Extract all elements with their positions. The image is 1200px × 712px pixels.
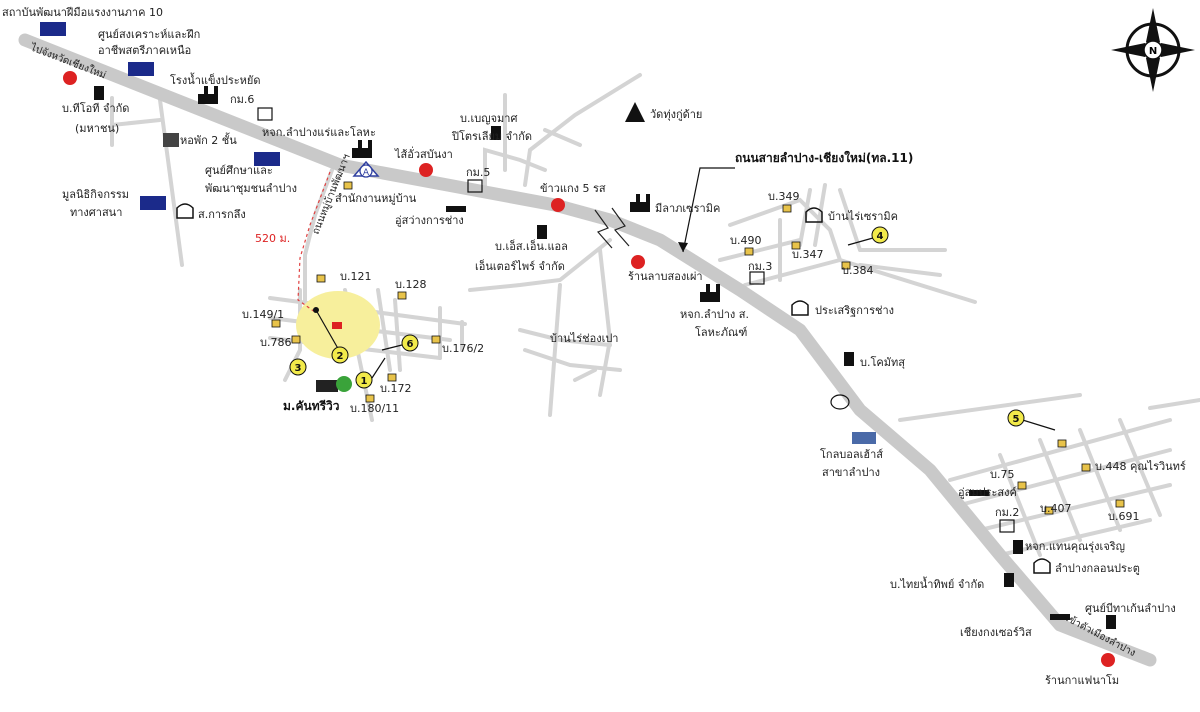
place-label: ไส้อั่วสบันงา [394, 146, 453, 161]
place-label: ปิโตรเลียม จำกัด [451, 129, 532, 143]
marker-a-label: A [363, 168, 370, 178]
place-label: สำนักงานหมู่บ้าน [335, 192, 417, 205]
place-label: บ.180/11 [350, 402, 399, 415]
place-label: หจก.ลำปาง ส. [680, 308, 749, 321]
warehouse-icon [852, 432, 876, 444]
compass-icon: N [1111, 8, 1195, 92]
building-icon [40, 22, 280, 210]
route-dotted-line [297, 171, 331, 313]
highway-title-pointer [682, 167, 735, 253]
map-pin-icon [332, 322, 342, 329]
place-label: สถาบันพัฒนาฝีมือแรงงานภาค 10 [2, 6, 163, 19]
highway-road [18, 33, 1157, 667]
place-label: บ.ไทยน้ำทิพย์ จำกัด [890, 576, 984, 591]
distance-label: 520 ม. [255, 232, 290, 245]
place-label: บ.490 [730, 234, 761, 247]
place-label: หอพัก 2 ชั้น [180, 132, 237, 147]
place-label: บ.384 [842, 264, 873, 277]
place-label: บ.75 [990, 468, 1014, 481]
place-label: ทางศาสนา [70, 206, 122, 219]
village-entrance-icon [316, 376, 352, 392]
place-label: บ.448 คุณไรวินทร์ [1095, 460, 1186, 473]
place-label: ลำปางกลอนประตู [1055, 562, 1140, 575]
marker-6: 6 [407, 339, 414, 350]
place-label: สาขาลำปาง [822, 466, 880, 479]
house-icon [271, 181, 1125, 515]
place-label: วัดทุ่งกู่ด้าย [650, 108, 702, 121]
place-label: ศูนย์ศึกษาและ [205, 164, 273, 177]
place-label: บ.เอ็ส.เอ็น.แอล [495, 239, 568, 253]
place-label: บ.149/1 [242, 308, 284, 321]
numbered-markers: 1 2 3 4 5 6 [289, 226, 1056, 431]
place-label: ศูนย์สงเคราะห์และฝึก [98, 28, 200, 41]
fuel-pump-icon [94, 86, 1116, 629]
place-label: หจก.แทนคุณรุ่งเจริญ [1025, 540, 1125, 553]
dormitory-icon [163, 133, 179, 147]
place-label: บ.121 [340, 270, 371, 283]
place-label: ข้าวแกง 5 รส [540, 182, 606, 195]
place-label: เชียงกงเซอร์วิส [960, 626, 1032, 639]
place-label: โกลบอลเฮ้าส์ [820, 447, 883, 461]
place-label: กม.2 [995, 506, 1019, 519]
diamond-logo-icon [830, 394, 850, 410]
place-label: บ.128 [395, 278, 426, 291]
marker-1: 1 [361, 376, 368, 387]
place-label: บ.176/2 [442, 342, 484, 355]
place-label: บ้านไร่เซรามิค [828, 210, 898, 223]
place-label: กม.3 [748, 260, 772, 273]
place-label: ประเสริฐการช่าง [815, 304, 894, 317]
place-label: บ้านไร่ช่องเปา [550, 332, 618, 345]
place-label: กม.6 [230, 93, 254, 106]
place-label: บ.786 [260, 336, 291, 349]
place-label: บ.ทีโอที จำกัด [62, 101, 129, 115]
place-label: บ.407 [1040, 502, 1071, 515]
place-label: มูลนิธิกิจกรรม [62, 188, 129, 201]
place-label: อู่สว่างการช่าง [395, 214, 464, 227]
place-label: พัฒนาชุมชนลำปาง [205, 182, 297, 195]
place-label: หจก.ลำปางแร่และโลหะ [262, 125, 376, 139]
highway-break-mark [594, 207, 630, 249]
compass-label: N [1149, 46, 1157, 57]
temple-icon [625, 102, 645, 122]
place-label: ร้านกาแฟนาโม [1045, 673, 1119, 687]
place-labels: สถาบันพัฒนาฝีมือแรงงานภาค 10 ศูนย์สงเครา… [2, 6, 1186, 687]
garage-icon [446, 206, 1070, 620]
place-label: ศูนย์บีทาเก้นลำปาง [1085, 602, 1176, 615]
place-label: เอ็นเตอร์ไพร์ จำกัด [475, 259, 565, 273]
place-label: มีลาภเซรามิค [655, 202, 720, 215]
place-label: โรงน้ำแข็งประหยัด [170, 72, 261, 87]
factory-icon [198, 86, 720, 302]
shop-icon [176, 203, 1051, 574]
marker-a-icon: A [352, 160, 380, 178]
place-label: (มหาชน) [75, 122, 119, 135]
marker-2: 2 [337, 351, 344, 362]
highway-title: ถนนสายลำปาง-เชียงใหม่(ทล.11) [735, 150, 913, 165]
place-label: บ.เบญจมาศ [460, 112, 517, 125]
place-label: บ.349 [768, 190, 799, 203]
pointer-arrowhead [678, 242, 688, 252]
place-label: บ.โคมัทสุ [860, 355, 905, 369]
place-label: บ.172 [380, 382, 411, 395]
place-label: โลหะภัณฑ์ [695, 325, 747, 339]
place-label: ร้านลาบสองเผ่า [628, 270, 703, 283]
marker-5: 5 [1013, 414, 1020, 425]
place-label: บ.691 [1108, 510, 1139, 523]
place-label: บ.347 [792, 248, 823, 261]
place-label: อาชีพสตรีภาคเหนือ [98, 44, 191, 57]
marker-3: 3 [295, 363, 302, 374]
place-label: กม.5 [466, 166, 490, 179]
marker-4: 4 [877, 231, 884, 242]
restaurant-icon [63, 71, 1115, 667]
place-label: อู่สมประสงค์ [958, 486, 1017, 499]
km-post-icon [257, 107, 1015, 533]
place-label: ม.คันทรีวิว [283, 399, 340, 413]
place-label: ส.การกลึง [198, 208, 246, 221]
